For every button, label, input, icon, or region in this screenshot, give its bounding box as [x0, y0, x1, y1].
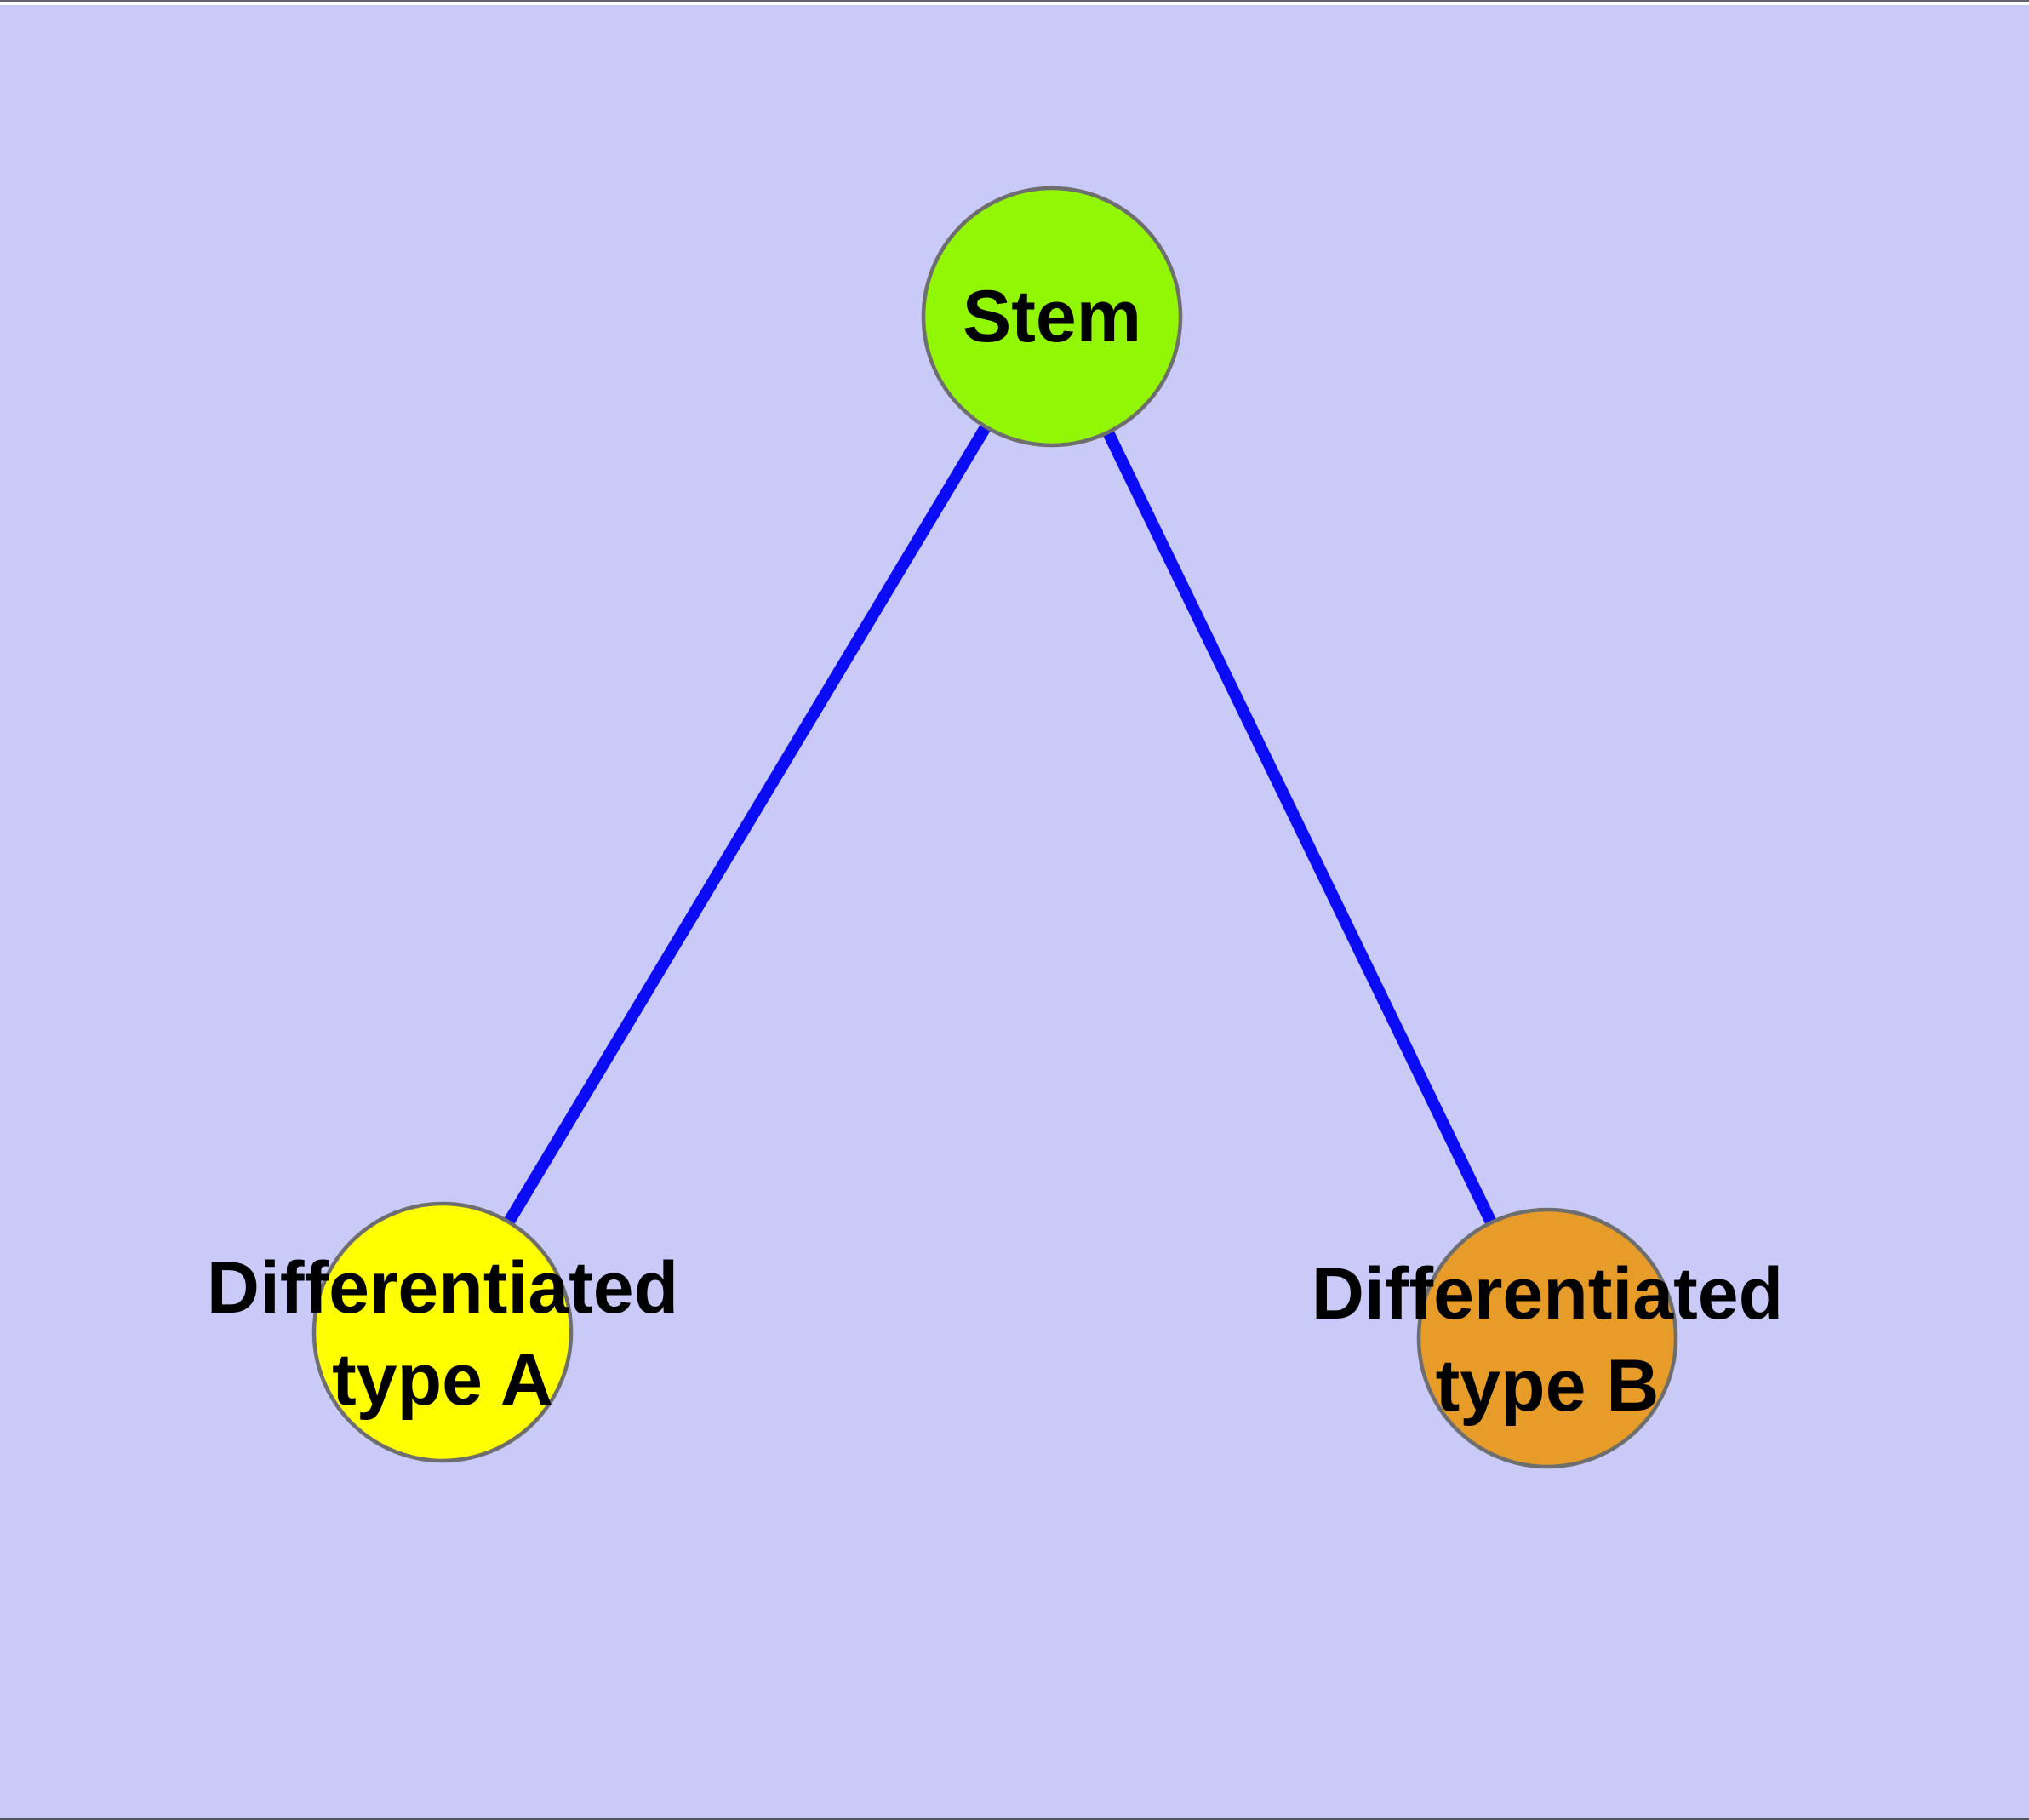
node-type-b: Differentiated type B: [1312, 1207, 1783, 1469]
node-stem-circle: [921, 186, 1183, 448]
node-stem: Stem: [921, 186, 1183, 448]
bottom-edge-line: [0, 1818, 2029, 1820]
node-type-a-label-line1: Differentiated: [207, 1247, 678, 1329]
node-type-b-label-line2: type B: [1436, 1345, 1660, 1427]
node-stem-label: Stem: [963, 276, 1141, 358]
node-type-a: Differentiated type A: [207, 1201, 678, 1463]
node-type-a-circle: [311, 1201, 574, 1463]
node-type-b-circle: [1416, 1207, 1678, 1469]
top-edge-line: [0, 0, 2029, 2]
edge-stem-to-type-b: [1046, 313, 1553, 1342]
node-type-b-label-line1: Differentiated: [1312, 1253, 1783, 1335]
node-type-a-label-line2: type A: [332, 1339, 553, 1421]
edge-stem-to-type-a: [437, 313, 1058, 1336]
top-edge-strip: [0, 2, 2029, 5]
